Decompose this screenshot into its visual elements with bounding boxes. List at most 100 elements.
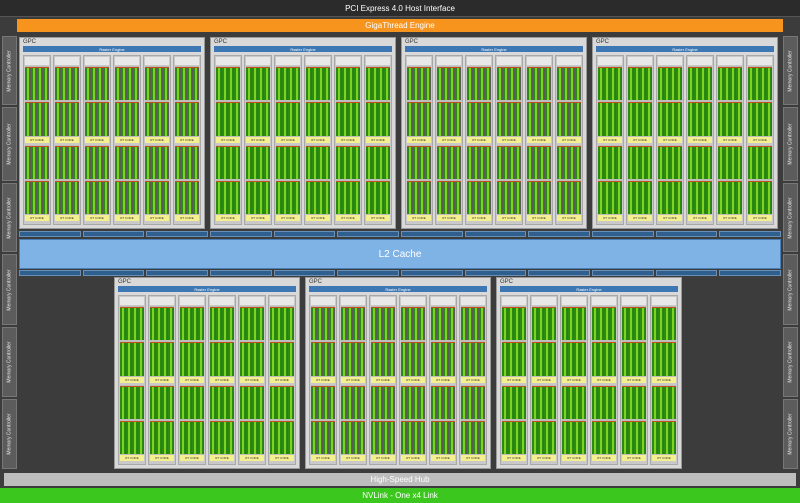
cuda-core-block — [115, 145, 139, 179]
raster-engine: Raster Engine — [309, 286, 487, 292]
cuda-core-block — [502, 385, 526, 419]
rt-core: RT CORE — [311, 376, 335, 383]
cuda-core-block — [431, 342, 455, 376]
cuda-core-block — [180, 307, 204, 341]
rt-core: RT CORE — [401, 376, 425, 383]
cuda-core-block — [341, 307, 365, 341]
cuda-core-block — [502, 420, 526, 454]
sm: RT CORE — [652, 306, 676, 383]
cuda-core-block — [150, 385, 174, 419]
rt-core: RT CORE — [246, 136, 270, 143]
sm: RT CORE — [306, 66, 330, 143]
cuda-core-block — [628, 180, 652, 214]
polymorph-engine — [175, 57, 199, 65]
rt-core: RT CORE — [532, 376, 556, 383]
polymorph-engine — [532, 297, 556, 305]
polymorph-engine — [598, 57, 622, 65]
cuda-core-block — [55, 180, 79, 214]
cuda-core-block — [467, 145, 491, 179]
polymorph-engine — [688, 57, 712, 65]
cuda-core-block — [748, 102, 772, 136]
polymorph-engine — [145, 57, 169, 65]
rt-core: RT CORE — [497, 215, 521, 221]
rt-core: RT CORE — [502, 376, 526, 383]
cuda-core-block — [562, 307, 586, 341]
sm: RT CORE — [311, 306, 335, 383]
rt-core: RT CORE — [431, 455, 455, 461]
cuda-core-block — [592, 420, 616, 454]
cuda-core-block — [246, 145, 270, 179]
sm: RT CORE — [336, 144, 360, 221]
rt-core: RT CORE — [175, 215, 199, 221]
cuda-core-block — [461, 420, 485, 454]
sm: RT CORE — [145, 66, 169, 143]
rt-core: RT CORE — [240, 455, 264, 461]
cuda-core-block — [336, 67, 360, 101]
rt-core: RT CORE — [270, 455, 294, 461]
cuda-core-block — [688, 180, 712, 214]
cuda-core-block — [120, 307, 144, 341]
sm: RT CORE — [55, 144, 79, 221]
rt-core: RT CORE — [461, 455, 485, 461]
gpc-label: GPC — [500, 279, 514, 285]
memory-controller-label: Memory Controller — [6, 341, 13, 383]
cuda-core-block — [652, 385, 676, 419]
cuda-core-block — [240, 420, 264, 454]
rt-core: RT CORE — [598, 136, 622, 143]
cuda-core-block — [25, 145, 49, 179]
rt-core: RT CORE — [688, 136, 712, 143]
cuda-core-block — [246, 180, 270, 214]
sm: RT CORE — [628, 66, 652, 143]
rt-core: RT CORE — [270, 376, 294, 383]
sm: RT CORE — [652, 384, 676, 461]
rt-core: RT CORE — [688, 215, 712, 221]
cuda-core-block — [240, 385, 264, 419]
pcie-host-interface: PCI Express 4.0 Host Interface — [0, 0, 800, 17]
cuda-core-block — [431, 307, 455, 341]
cuda-core-block — [341, 342, 365, 376]
polymorph-engine — [210, 297, 234, 305]
cuda-core-block — [306, 67, 330, 101]
rt-core: RT CORE — [431, 376, 455, 383]
cuda-core-block — [437, 145, 461, 179]
cuda-core-block — [557, 180, 581, 214]
cuda-core-block — [748, 67, 772, 101]
sm: RT CORE — [115, 66, 139, 143]
cuda-core-block — [216, 67, 240, 101]
sm: RT CORE — [341, 306, 365, 383]
cuda-core-block — [562, 342, 586, 376]
cuda-core-block — [306, 102, 330, 136]
sm: RT CORE — [592, 384, 616, 461]
sm: RT CORE — [85, 66, 109, 143]
rt-core: RT CORE — [120, 455, 144, 461]
sm: RT CORE — [145, 144, 169, 221]
cuda-core-block — [497, 102, 521, 136]
cuda-core-block — [401, 307, 425, 341]
rt-core: RT CORE — [145, 215, 169, 221]
tpc: RT CORE RT CORE — [686, 55, 714, 225]
cuda-core-block — [467, 102, 491, 136]
cuda-core-block — [401, 385, 425, 419]
rt-core: RT CORE — [461, 376, 485, 383]
gpc-label: GPC — [309, 279, 323, 285]
cuda-core-block — [562, 385, 586, 419]
cuda-core-block — [270, 420, 294, 454]
cuda-core-block — [748, 145, 772, 179]
sm: RT CORE — [497, 144, 521, 221]
rt-core: RT CORE — [467, 136, 491, 143]
rt-core: RT CORE — [557, 136, 581, 143]
polymorph-engine — [658, 57, 682, 65]
cuda-core-block — [115, 102, 139, 136]
